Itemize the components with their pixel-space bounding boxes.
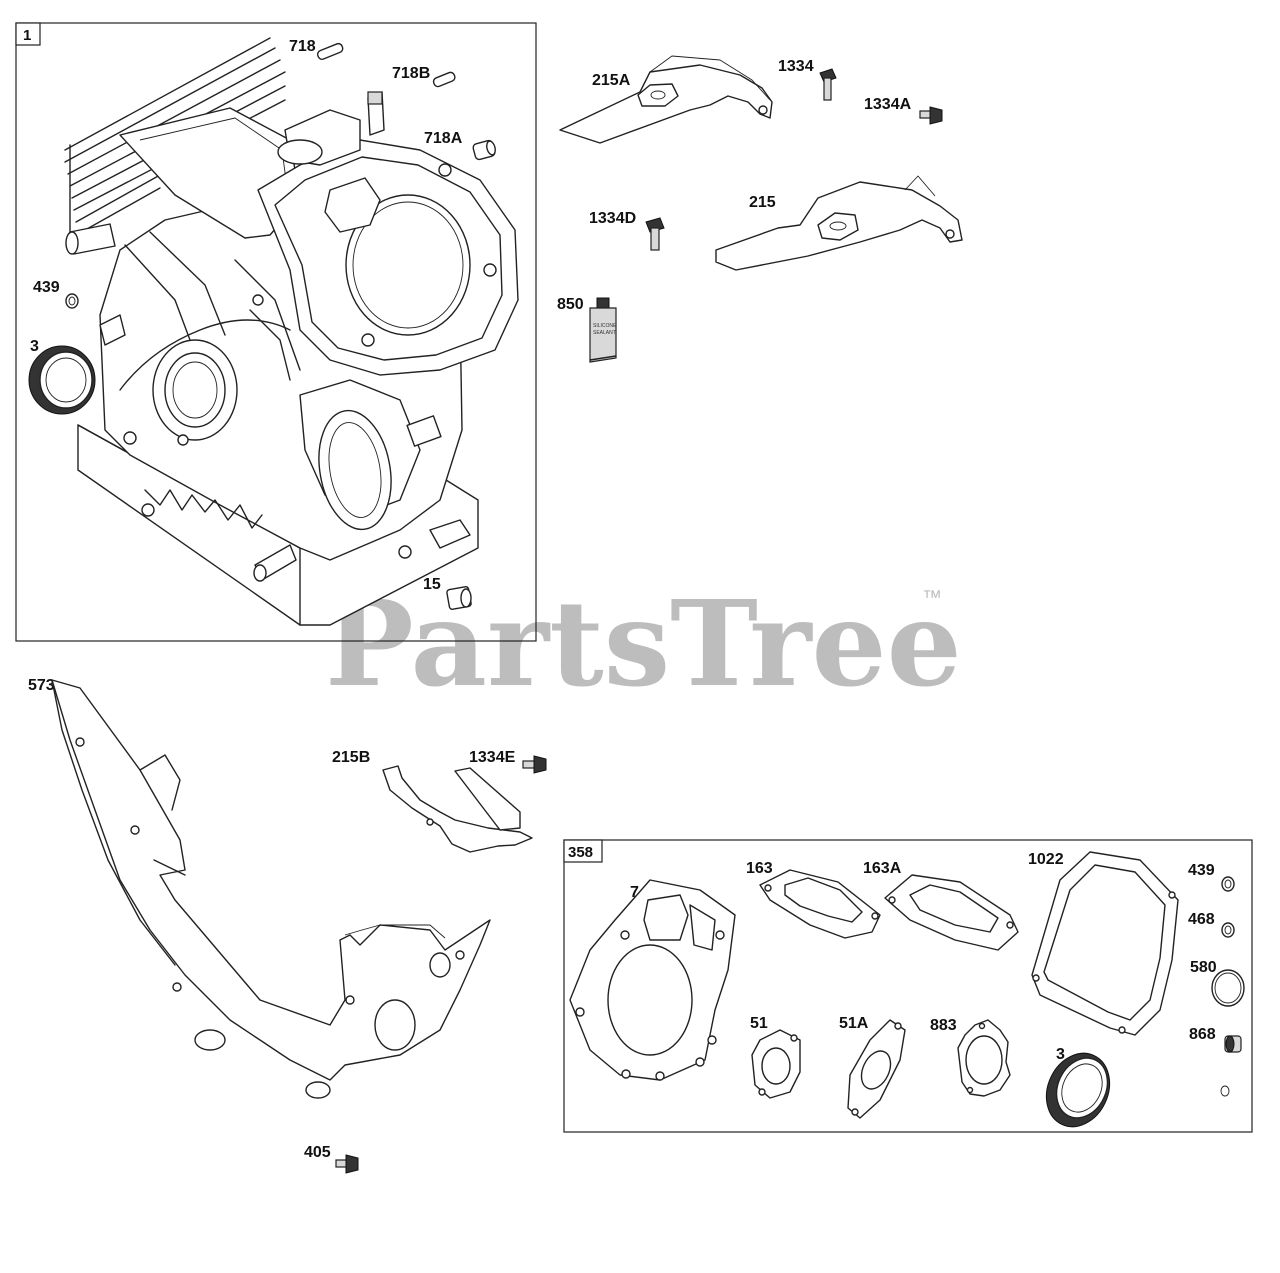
sealant-label-line2: SEALANT <box>593 330 616 336</box>
callout-1022[interactable]: 1022 <box>1028 851 1064 868</box>
callout-868[interactable]: 868 <box>1189 1026 1216 1043</box>
part-215B-shield[interactable] <box>382 765 533 853</box>
callout-15[interactable]: 15 <box>423 576 441 593</box>
box-1-label[interactable]: 1 <box>23 27 31 44</box>
callout-163A[interactable]: 163A <box>863 860 902 877</box>
callout-718[interactable]: 718 <box>289 38 316 55</box>
part-405-bolt[interactable] <box>335 1154 359 1174</box>
callout-1334A[interactable]: 1334A <box>864 96 912 113</box>
part-3-oil-seal[interactable] <box>28 345 96 415</box>
part-850-sealant-tube[interactable]: SILICONE SEALANT <box>589 297 617 363</box>
callout-405[interactable]: 405 <box>304 1144 331 1161</box>
callout-718A[interactable]: 718A <box>424 130 463 147</box>
callout-1334E[interactable]: 1334E <box>469 749 516 766</box>
callout-215B[interactable]: 215B <box>332 749 370 766</box>
callout-1334D[interactable]: 1334D <box>589 210 636 227</box>
part-1334E-bolt[interactable] <box>522 755 547 774</box>
box-1-tag <box>15 22 41 46</box>
callout-439[interactable]: 439 <box>33 279 60 296</box>
part-1334D-bolt[interactable] <box>645 217 665 251</box>
callout-439[interactable]: 439 <box>1188 862 1215 879</box>
part-718A-bushing[interactable] <box>472 139 496 161</box>
part-51A-gasket[interactable] <box>847 1019 906 1119</box>
part-580-oring[interactable] <box>1211 969 1245 1007</box>
callout-51A[interactable]: 51A <box>839 1015 869 1032</box>
callout-3[interactable]: 3 <box>30 338 39 355</box>
box-358-frame <box>563 839 1253 1133</box>
part-7-head-gasket[interactable] <box>569 879 736 1081</box>
callout-1334[interactable]: 1334 <box>778 58 814 75</box>
callout-163[interactable]: 163 <box>746 860 773 877</box>
part-15-bushing[interactable] <box>446 586 472 610</box>
part-163-gasket[interactable] <box>759 869 881 939</box>
part-439-oring[interactable] <box>1221 876 1235 892</box>
box-358-tag <box>563 839 603 863</box>
callout-883[interactable]: 883 <box>930 1017 957 1034</box>
part-868-valve-seal[interactable] <box>1220 1035 1242 1097</box>
box-358-gasket-set: 358 7 163 163A 10 <box>563 839 1253 1137</box>
callout-51[interactable]: 51 <box>750 1015 768 1032</box>
box-1-frame <box>15 22 537 642</box>
part-468-oring[interactable] <box>1221 922 1235 938</box>
callout-3[interactable]: 3 <box>1056 1046 1065 1063</box>
callout-468[interactable]: 468 <box>1188 911 1215 928</box>
box-358-label[interactable]: 358 <box>568 844 593 861</box>
callout-215[interactable]: 215 <box>749 194 776 211</box>
part-1334A-bolt[interactable] <box>919 106 943 125</box>
part-163A-gasket[interactable] <box>884 874 1019 951</box>
part-718-pin[interactable] <box>316 42 344 60</box>
part-1334-bolt[interactable] <box>819 68 837 101</box>
watermark-trademark: ™ <box>922 587 942 609</box>
engine-block-part[interactable] <box>64 37 519 626</box>
part-3-oil-seal[interactable] <box>1035 1043 1121 1137</box>
callout-7[interactable]: 7 <box>630 884 639 901</box>
part-883-gasket[interactable] <box>957 1019 1011 1097</box>
part-573-blower-housing[interactable] <box>51 679 491 1099</box>
sealant-label-line1: SILICONE <box>593 323 617 329</box>
part-718B-pin[interactable] <box>432 71 456 88</box>
callout-215A[interactable]: 215A <box>592 72 631 89</box>
callout-850[interactable]: 850 <box>557 296 584 313</box>
part-215A-shield[interactable] <box>559 55 773 144</box>
box-1-engine-block: 1 <box>15 22 537 642</box>
part-51-gasket[interactable] <box>751 1029 801 1099</box>
watermark-text: PartsTree <box>325 574 962 713</box>
part-1022-cover-gasket[interactable] <box>1031 851 1179 1036</box>
part-439-oring[interactable] <box>65 293 79 309</box>
callout-573[interactable]: 573 <box>28 677 55 694</box>
callout-580[interactable]: 580 <box>1190 959 1217 976</box>
callout-718B[interactable]: 718B <box>392 65 430 82</box>
part-215-shield[interactable] <box>715 175 963 271</box>
